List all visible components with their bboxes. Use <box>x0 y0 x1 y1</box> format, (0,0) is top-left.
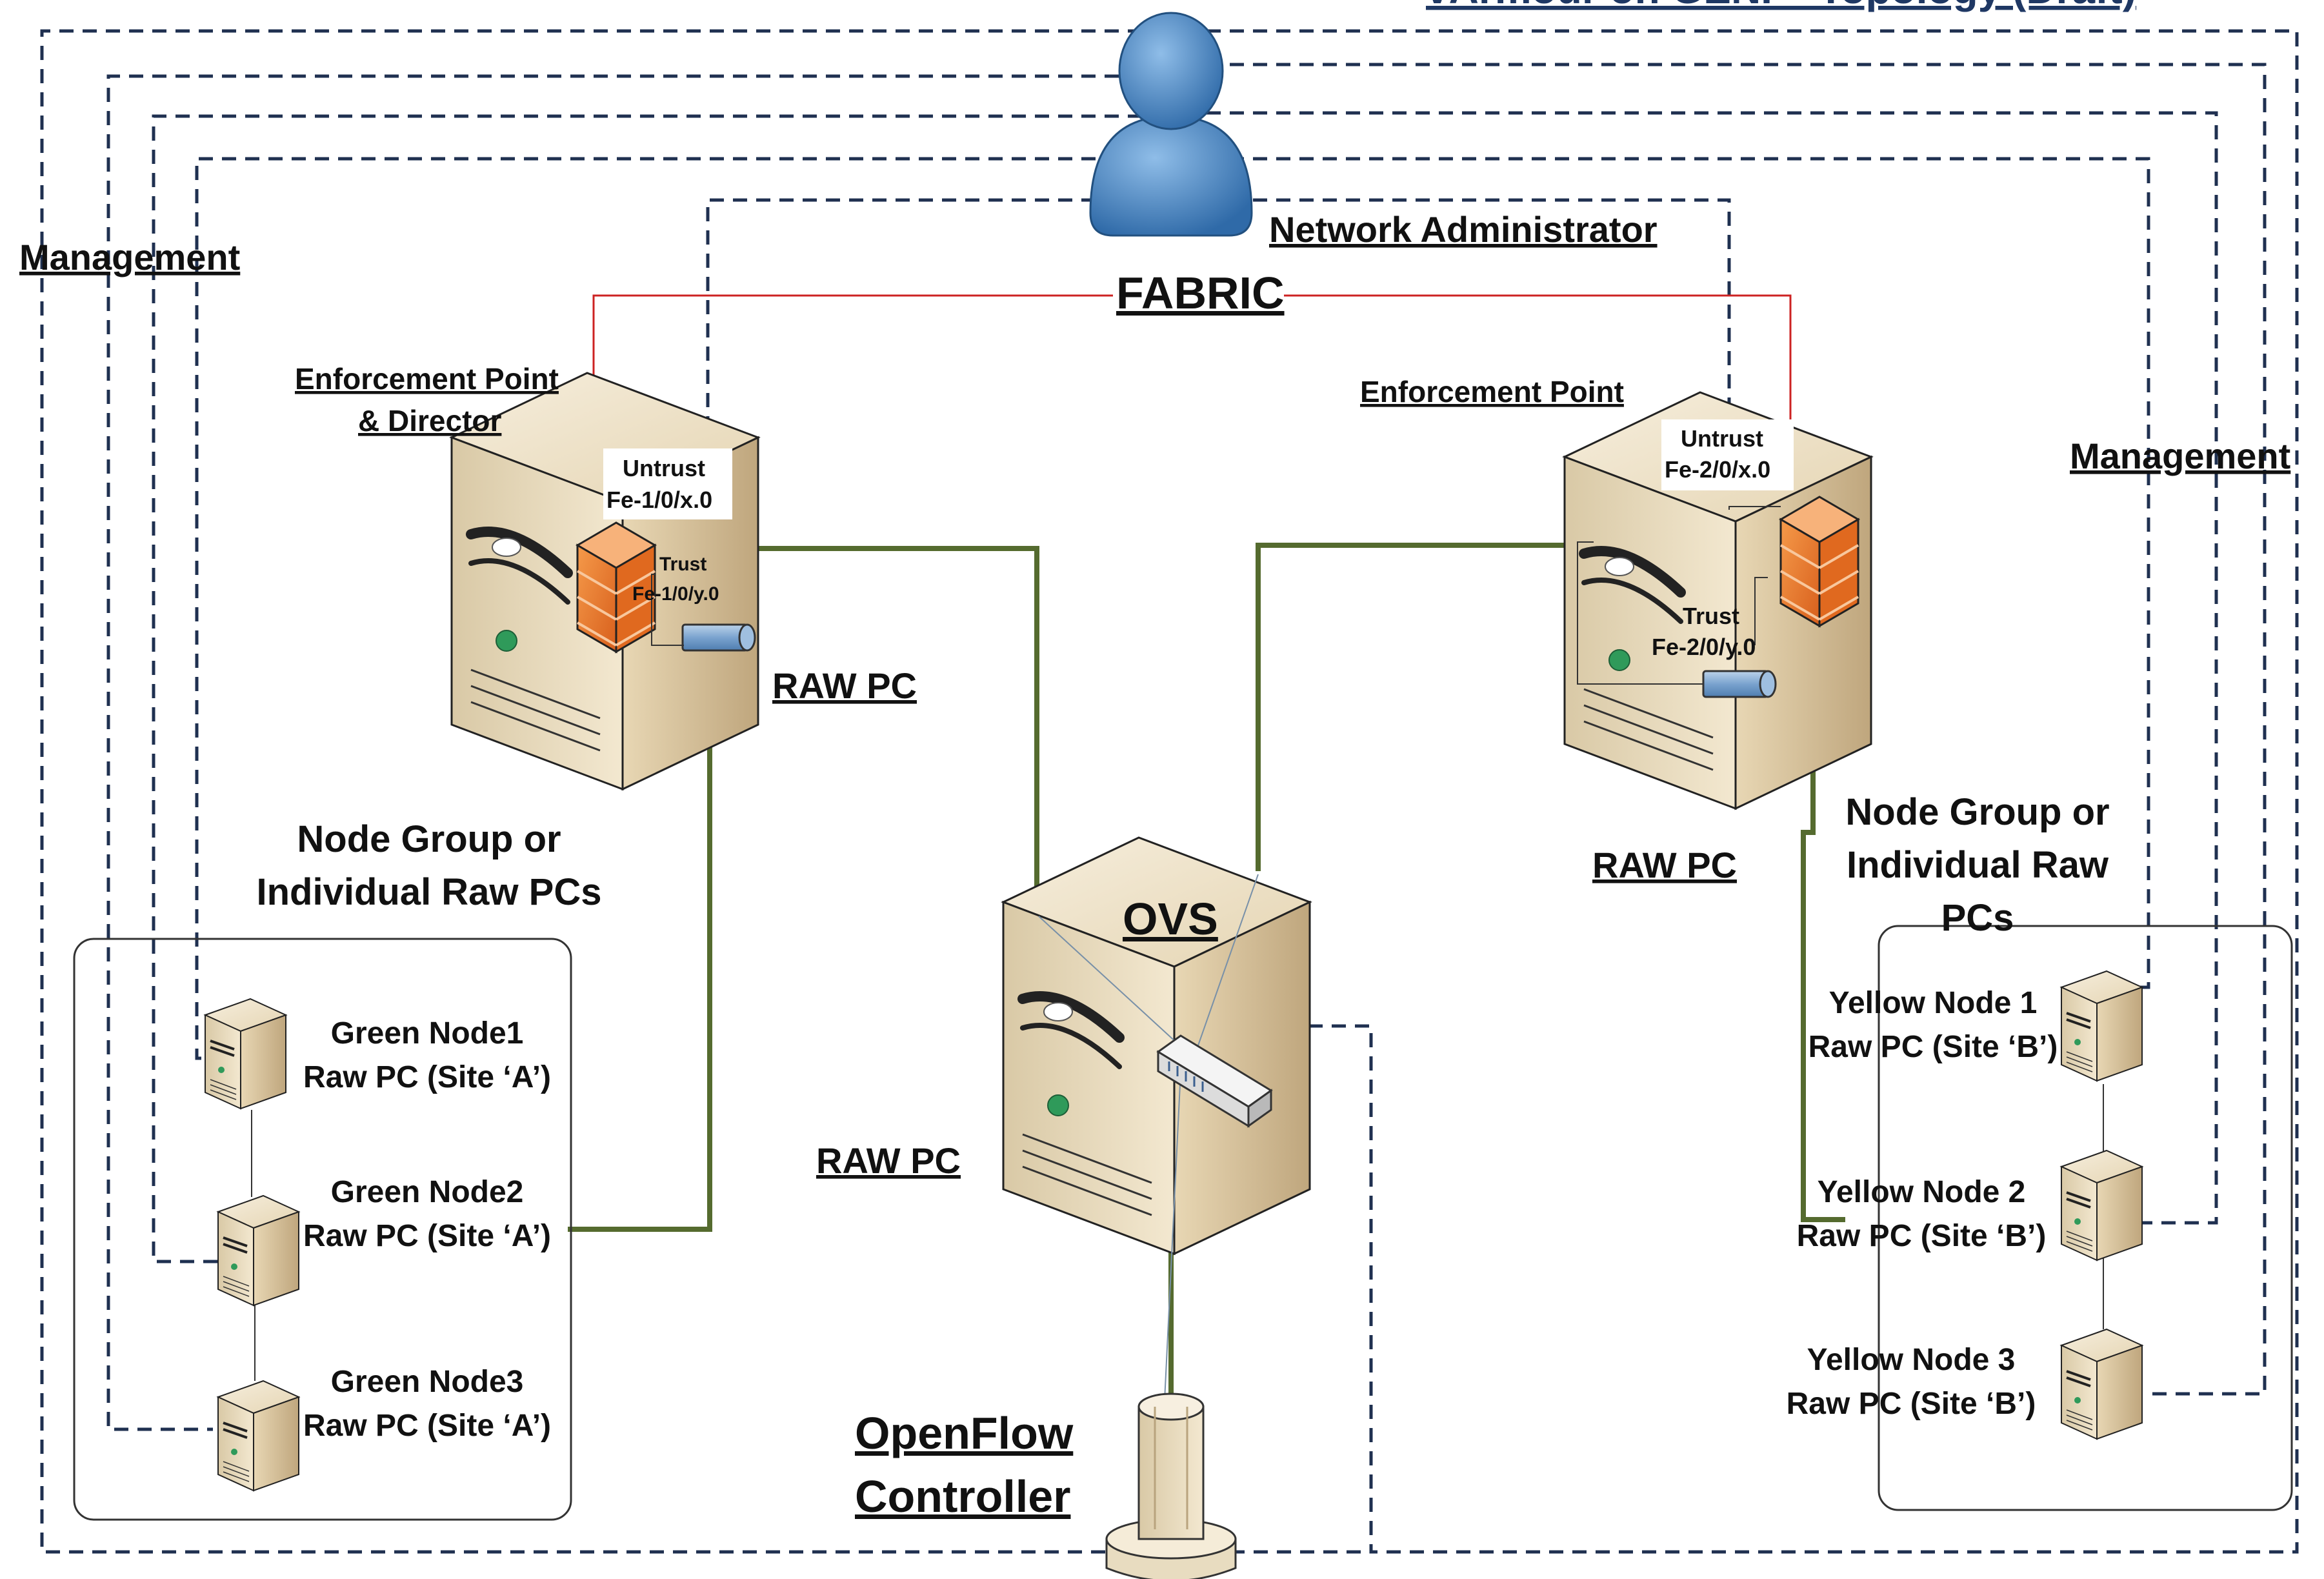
mgmt-line-green2 <box>152 114 1142 1263</box>
raw-pc-ovs-label: RAW PC <box>816 1140 961 1181</box>
mgmt-line-outer <box>40 29 1371 1554</box>
ovs-internal-lines <box>1038 874 1259 1401</box>
raw-pc-left-label: RAW PC <box>772 665 917 706</box>
openflow-controller-icon <box>1105 1393 1237 1579</box>
mgmt-line-green3 <box>106 74 1142 1431</box>
ep-right-label: Enforcement Point <box>1360 375 1624 408</box>
node-group-right-box <box>1878 925 2293 1511</box>
untrust-right-interface: Fe-2/0/x.0 <box>1665 456 1770 483</box>
green-node2-name: Green Node2 <box>331 1175 524 1209</box>
interface-leader-lines <box>651 506 1781 685</box>
yellow-node2-name: Yellow Node 2 <box>1818 1175 2026 1209</box>
mgmt-line-yellow2 <box>1207 111 2218 1225</box>
diagram-title: vArmour on GENI – Topology (Draft) <box>1426 0 2136 12</box>
management-label-left: Management <box>19 237 240 277</box>
trust-port-left-icon <box>681 623 756 652</box>
openflow-label-line1: OpenFlow <box>855 1408 1074 1458</box>
mgmt-line-ep-left <box>706 198 1142 439</box>
green-node2-desc: Raw PC (Site ‘A’) <box>303 1219 551 1253</box>
trust-left-label: Trust <box>659 554 706 575</box>
untrust-left-interface: Fe-1/0/x.0 <box>606 487 712 513</box>
node-group-right-line3: PCs <box>1941 897 2014 939</box>
link-ep-right-to-ovs <box>1256 543 1577 871</box>
mgmt-line-right-outer <box>1207 29 2299 1554</box>
green-node1-desc: Raw PC (Site ‘A’) <box>303 1060 551 1094</box>
fabric-label-bg <box>1113 268 1284 319</box>
yellow-node2-desc: Raw PC (Site ‘B’) <box>1797 1219 2047 1253</box>
yellow-node1-desc: Raw PC (Site ‘B’) <box>1808 1030 2058 1064</box>
node-group-right-line2: Individual Raw <box>1847 844 2109 886</box>
link-ep-left-to-ovs <box>758 546 1039 916</box>
mgmt-line-green1 <box>195 157 1142 1060</box>
yellow-node3-server-icon <box>2060 1328 2143 1440</box>
management-lines <box>40 29 2299 1554</box>
raw-pc-right-label: RAW PC <box>1592 845 1737 885</box>
firewall-right-icon <box>1779 496 1859 627</box>
fabric-label: FABRIC <box>1116 268 1285 318</box>
switch-icon <box>1156 1034 1273 1128</box>
trust-left-interface: Fe-1/0/y.0 <box>632 583 719 605</box>
green-node3-server-icon <box>217 1380 300 1492</box>
yellow-node1-name: Yellow Node 1 <box>1829 986 2038 1020</box>
yellow-node3-desc: Raw PC (Site ‘B’) <box>1787 1387 2036 1421</box>
node-group-left-line1: Node Group or <box>297 818 561 860</box>
ovs-label: OVS <box>1123 894 1218 944</box>
openflow-label-line2: Controller <box>855 1471 1070 1522</box>
green-node1-server-icon <box>204 998 287 1110</box>
link-ep-left-to-green2 <box>568 652 712 1232</box>
yellow-node3-name: Yellow Node 3 <box>1807 1343 2016 1377</box>
untrust-left-label: Untrust <box>623 455 705 481</box>
management-label-right: Management <box>2070 436 2290 476</box>
link-ep-right-to-yellow2 <box>1801 697 1845 1222</box>
ep-director-label-line2: & Director <box>358 404 501 437</box>
green-node3-name: Green Node3 <box>331 1365 524 1399</box>
green-node1-name: Green Node1 <box>331 1016 524 1051</box>
network-administrator-icon <box>1089 12 1253 237</box>
node-group-left-box <box>73 938 572 1521</box>
trust-right-label: Trust <box>1683 603 1739 629</box>
yellow-node1-server-icon <box>2060 970 2143 1082</box>
node-group-left-line2: Individual Raw PCs <box>257 871 602 913</box>
ep-director-label-line1: Enforcement Point <box>295 362 559 396</box>
trust-port-right-icon <box>1702 670 1777 698</box>
trust-right-interface: Fe-2/0/y.0 <box>1652 634 1756 660</box>
untrust-right-bg <box>1661 419 1794 490</box>
untrust-left-bg <box>603 448 732 519</box>
node-chain-lines <box>251 1084 2104 1381</box>
network-admin-label: Network Administrator <box>1269 209 1658 250</box>
green-node2-server-icon <box>217 1194 300 1307</box>
yellow-node2-server-icon <box>2060 1149 2143 1262</box>
untrust-right-label: Untrust <box>1681 425 1763 452</box>
node-group-right-line1: Node Group or <box>1845 791 2109 833</box>
mgmt-line-yellow3 <box>1207 63 2267 1396</box>
green-node3-desc: Raw PC (Site ‘A’) <box>303 1409 551 1443</box>
